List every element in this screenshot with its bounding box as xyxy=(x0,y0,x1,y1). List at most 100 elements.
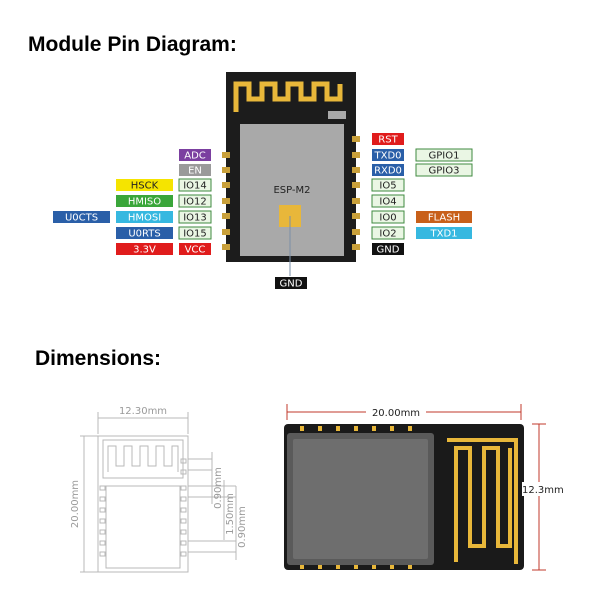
label-vcc-text: VCC xyxy=(185,245,206,256)
label-io12 xyxy=(178,194,212,208)
pad xyxy=(352,136,360,142)
photo-pad xyxy=(390,565,394,569)
outline-pad xyxy=(180,529,187,535)
label-rxd0 xyxy=(372,164,404,176)
outline-pad xyxy=(180,496,187,502)
photo-pad xyxy=(372,426,376,431)
photo-width-label-bg xyxy=(366,405,426,419)
esp-m2-module: ESP-M2 GND xyxy=(222,72,360,290)
label-gpio3 xyxy=(415,163,473,177)
label-io5-text: IO5 xyxy=(379,181,396,192)
outline-pad xyxy=(99,485,106,491)
label-vcc xyxy=(179,243,211,255)
module-name: ESP-M2 xyxy=(273,185,310,196)
photo-pad xyxy=(318,565,322,569)
label-u0cts-text: U0CTS xyxy=(65,213,98,224)
photo-pad xyxy=(300,426,304,431)
label-io0 xyxy=(371,210,405,224)
label-io15 xyxy=(178,226,212,240)
right-pin-labels: RST TXD0 GPIO1 RXD0 GPIO3 IO5 IO4 IO0 FL… xyxy=(371,133,473,256)
bottom-gnd-tag xyxy=(275,277,307,289)
photo-pad xyxy=(408,426,412,431)
label-io2 xyxy=(371,226,405,240)
outline-pad xyxy=(99,496,106,502)
dim-label-2: 1.50mm xyxy=(225,493,236,535)
drawing-width-label: 12.30mm xyxy=(119,406,167,417)
outline-pad xyxy=(180,507,187,513)
label-io0-text: IO0 xyxy=(379,213,396,224)
outline-pad xyxy=(180,485,187,491)
label-flash xyxy=(416,211,472,223)
pin-diagram-heading: Module Pin Diagram: xyxy=(28,33,237,56)
label-adc-text: ADC xyxy=(184,151,206,162)
label-hmosi xyxy=(116,211,173,223)
label-3v3 xyxy=(116,243,173,255)
label-hsck xyxy=(116,179,173,191)
pad xyxy=(352,167,360,173)
outline-antenna-trace xyxy=(107,445,179,472)
pad xyxy=(352,244,360,250)
photo-pad xyxy=(354,426,358,431)
label-gpio1 xyxy=(415,148,473,162)
label-io2-text: IO2 xyxy=(379,229,396,240)
label-u0cts xyxy=(53,211,110,223)
pad xyxy=(352,182,360,188)
photo-shield-top xyxy=(293,439,428,559)
photo-pad xyxy=(390,426,394,431)
label-txd0 xyxy=(372,149,404,161)
pad xyxy=(222,213,230,219)
label-io14 xyxy=(178,178,212,192)
label-hmiso xyxy=(116,195,173,207)
label-io14-text: IO14 xyxy=(183,181,207,192)
pcb-antenna xyxy=(233,81,343,112)
shield-outline xyxy=(105,485,181,569)
pad xyxy=(222,198,230,204)
outline-pad xyxy=(180,458,187,464)
outline-drawing xyxy=(80,412,237,573)
outline-pad xyxy=(99,551,106,557)
label-3v3-text: 3.3V xyxy=(133,245,156,256)
label-rxd0-text: RXD0 xyxy=(374,166,402,177)
pad xyxy=(352,198,360,204)
photo-pad xyxy=(408,565,412,569)
label-io5 xyxy=(371,178,405,192)
dim-label-3: 0.90mm xyxy=(237,506,248,548)
module-photo: 20.00mm 12.3mm xyxy=(284,404,564,571)
module-outline xyxy=(97,435,189,573)
label-rst xyxy=(372,133,404,145)
label-io15-text: IO15 xyxy=(183,229,207,240)
right-pads xyxy=(352,136,360,250)
pad xyxy=(222,152,230,158)
label-io13 xyxy=(178,210,212,224)
pad xyxy=(222,229,230,235)
label-hmiso-text: HMISO xyxy=(128,197,161,208)
label-u0rts-text: U0RTS xyxy=(128,229,160,240)
rf-shield xyxy=(240,124,344,256)
outline-pad xyxy=(180,551,187,557)
photo-pad xyxy=(318,426,322,431)
label-gpio3-text: GPIO3 xyxy=(429,166,460,177)
drawing-height-label: 20.00mm xyxy=(70,480,81,528)
pad xyxy=(352,213,360,219)
label-io4 xyxy=(371,194,405,208)
pad xyxy=(352,152,360,158)
pad xyxy=(222,244,230,250)
outline-pad xyxy=(99,529,106,535)
pad xyxy=(352,229,360,235)
outline-pad xyxy=(99,540,106,546)
photo-pad xyxy=(300,565,304,569)
photo-height-label-bg xyxy=(522,482,562,496)
antenna-tab xyxy=(328,111,346,119)
label-io12-text: IO12 xyxy=(183,197,207,208)
label-gnd-text: GND xyxy=(377,245,400,256)
label-adc xyxy=(179,149,211,161)
bottom-gnd-label: GND xyxy=(280,279,303,290)
label-io13-text: IO13 xyxy=(183,213,207,224)
label-hsck-text: HSCK xyxy=(131,181,159,192)
photo-width-label: 20.00mm xyxy=(372,408,420,419)
outline-pad xyxy=(180,518,187,524)
dimensions-heading: Dimensions: xyxy=(35,347,162,370)
label-rst-text: RST xyxy=(378,135,398,146)
label-gnd xyxy=(372,243,404,255)
